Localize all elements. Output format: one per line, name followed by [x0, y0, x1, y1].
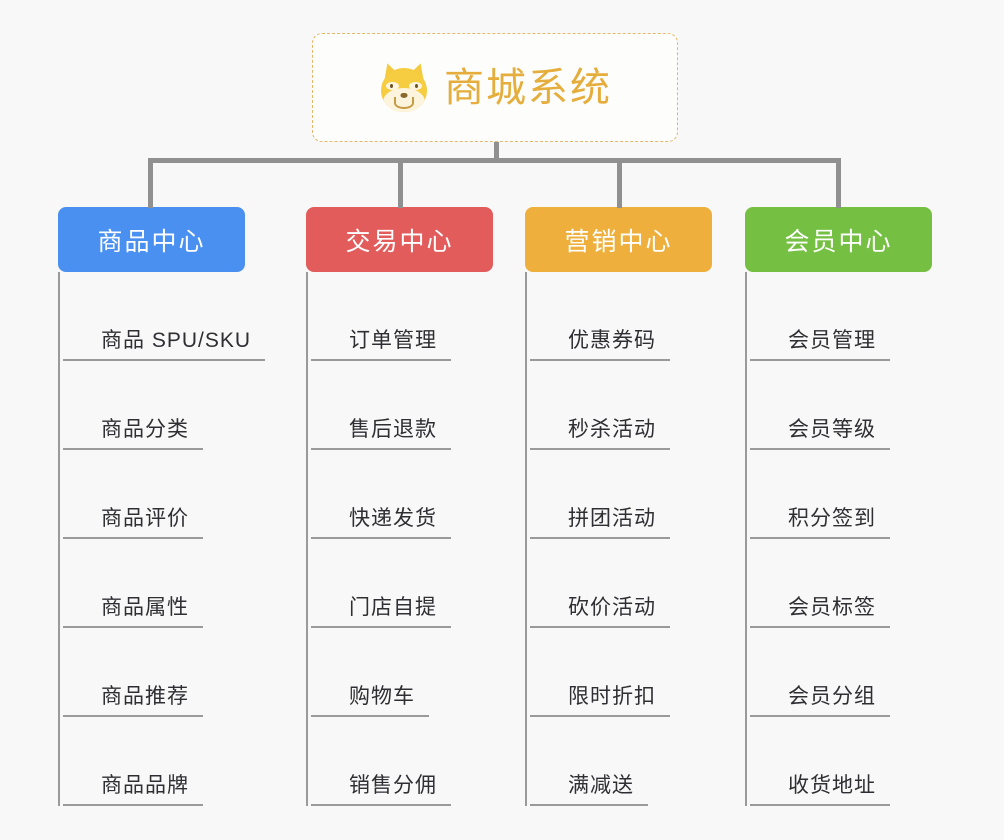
connector-drop-1 — [148, 158, 153, 208]
leaf-item[interactable]: 砍价活动 — [530, 539, 712, 628]
leaf-label: 优惠券码 — [530, 329, 670, 361]
leaf-item[interactable]: 商品推荐 — [63, 628, 245, 717]
leaf-item[interactable]: 快递发货 — [311, 450, 493, 539]
connector-trunk-1 — [58, 272, 60, 806]
leaf-item[interactable]: 商品属性 — [63, 539, 245, 628]
leaf-item[interactable]: 商品 SPU/SKU — [63, 272, 266, 361]
leaf-label: 商品 SPU/SKU — [63, 329, 266, 361]
leaf-label: 秒杀活动 — [530, 418, 670, 450]
leaf-item[interactable]: 销售分佣 — [311, 717, 493, 806]
leaf-item[interactable]: 收货地址 — [750, 717, 932, 806]
leaf-item[interactable]: 会员管理 — [750, 272, 932, 361]
leaf-label: 商品分类 — [63, 418, 203, 450]
leaf-item[interactable]: 积分签到 — [750, 450, 932, 539]
leaf-item[interactable]: 会员等级 — [750, 361, 932, 450]
leaf-item[interactable]: 会员标签 — [750, 539, 932, 628]
branch-header-1[interactable]: 商品中心 — [58, 207, 245, 272]
leaf-item[interactable]: 商品品牌 — [63, 717, 245, 806]
branch-header-3[interactable]: 营销中心 — [525, 207, 712, 272]
leaf-label: 积分签到 — [750, 507, 890, 539]
leaf-item[interactable]: 售后退款 — [311, 361, 493, 450]
leaf-label: 收货地址 — [750, 774, 890, 806]
leaf-item[interactable]: 门店自提 — [311, 539, 493, 628]
leaf-list-3: 优惠券码秒杀活动拼团活动砍价活动限时折扣满减送 — [525, 272, 712, 806]
connector-trunk-3 — [525, 272, 527, 806]
root-node[interactable]: 商城系统 — [312, 33, 678, 142]
branch-header-2[interactable]: 交易中心 — [306, 207, 493, 272]
leaf-label: 砍价活动 — [530, 596, 670, 628]
connector-drop-3 — [617, 158, 622, 208]
leaf-list-2: 订单管理售后退款快递发货门店自提购物车销售分佣 — [306, 272, 493, 806]
leaf-label: 销售分佣 — [311, 774, 451, 806]
leaf-item[interactable]: 订单管理 — [311, 272, 493, 361]
dog-pupil-left — [390, 83, 393, 88]
leaf-item[interactable]: 拼团活动 — [530, 450, 712, 539]
leaf-label: 快递发货 — [311, 507, 451, 539]
dog-mouth — [394, 96, 414, 109]
leaf-label: 订单管理 — [311, 329, 451, 361]
leaf-item[interactable]: 满减送 — [530, 717, 712, 806]
leaf-label: 商品推荐 — [63, 685, 203, 717]
leaf-label: 拼团活动 — [530, 507, 670, 539]
leaf-item[interactable]: 会员分组 — [750, 628, 932, 717]
leaf-item[interactable]: 购物车 — [311, 628, 493, 717]
leaf-label: 售后退款 — [311, 418, 451, 450]
connector-trunk-2 — [306, 272, 308, 806]
branch-column-3: 营销中心优惠券码秒杀活动拼团活动砍价活动限时折扣满减送 — [525, 207, 712, 806]
dog-nose — [400, 92, 408, 98]
leaf-label: 购物车 — [311, 685, 429, 717]
leaf-item[interactable]: 商品分类 — [63, 361, 245, 450]
leaf-label: 商品属性 — [63, 596, 203, 628]
leaf-list-1: 商品 SPU/SKU 商品分类商品评价商品属性商品推荐商品品牌 — [58, 272, 266, 806]
leaf-list-4: 会员管理会员等级积分签到会员标签会员分组收货地址 — [745, 272, 932, 806]
branch-column-4: 会员中心会员管理会员等级积分签到会员标签会员分组收货地址 — [745, 207, 932, 806]
leaf-item[interactable]: 限时折扣 — [530, 628, 712, 717]
leaf-item[interactable]: 优惠券码 — [530, 272, 712, 361]
leaf-label: 会员标签 — [750, 596, 890, 628]
dog-pupil-right — [415, 83, 418, 88]
root-title: 商城系统 — [444, 65, 612, 110]
leaf-label: 商品品牌 — [63, 774, 203, 806]
leaf-label: 会员分组 — [750, 685, 890, 717]
dog-head — [381, 67, 427, 112]
shiba-dog-icon — [378, 60, 430, 114]
connector-drop-4 — [836, 158, 841, 208]
branch-column-2: 交易中心订单管理售后退款快递发货门店自提购物车销售分佣 — [306, 207, 493, 806]
connector-bus-bar — [148, 158, 840, 163]
leaf-item[interactable]: 秒杀活动 — [530, 361, 712, 450]
leaf-label: 满减送 — [530, 774, 648, 806]
leaf-item[interactable]: 商品评价 — [63, 450, 245, 539]
branch-header-4[interactable]: 会员中心 — [745, 207, 932, 272]
connector-trunk-4 — [745, 272, 747, 806]
leaf-label: 门店自提 — [311, 596, 451, 628]
connector-root-stem — [494, 142, 499, 162]
leaf-label: 会员管理 — [750, 329, 890, 361]
connector-drop-2 — [398, 158, 403, 208]
leaf-label: 会员等级 — [750, 418, 890, 450]
branch-column-1: 商品中心商品 SPU/SKU 商品分类商品评价商品属性商品推荐商品品牌 — [58, 207, 266, 806]
leaf-label: 限时折扣 — [530, 685, 670, 717]
leaf-label: 商品评价 — [63, 507, 203, 539]
